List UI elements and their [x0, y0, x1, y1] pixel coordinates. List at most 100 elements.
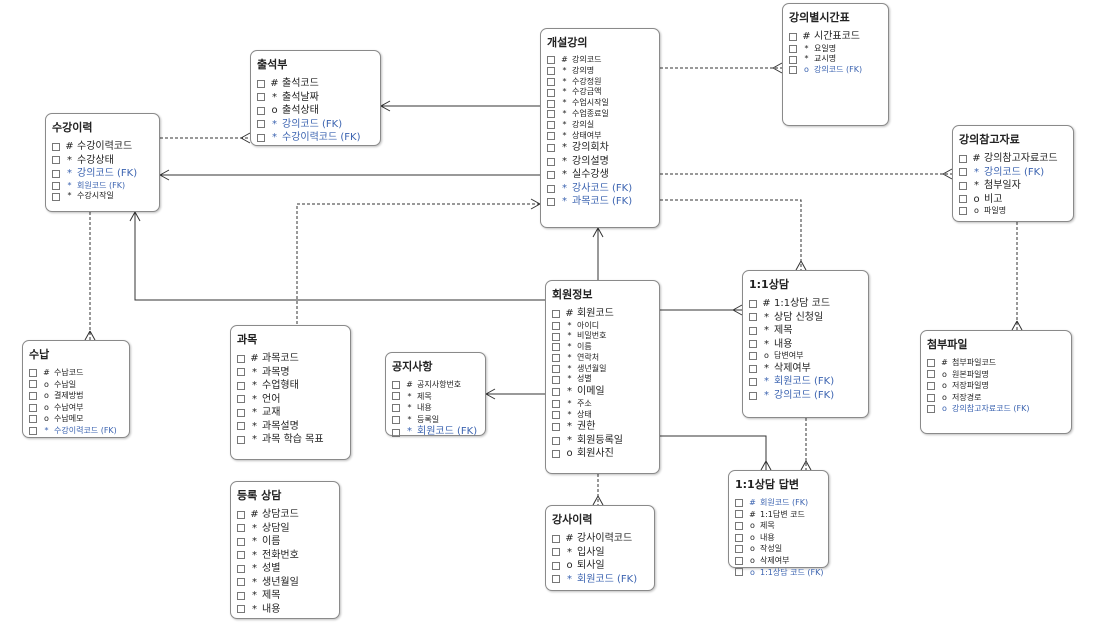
checkbox-icon[interactable]: [237, 395, 245, 404]
attribute-row[interactable]: #시간표코드: [789, 30, 882, 44]
attribute-row[interactable]: #강의코드: [547, 55, 653, 66]
attribute-row[interactable]: *수강정원: [547, 77, 653, 88]
checkbox-icon[interactable]: [29, 368, 37, 377]
checkbox-icon[interactable]: [392, 403, 400, 412]
entity-opened-lecture[interactable]: 개설강의#강의코드*강의명*수강정원*수강금액*수업시작일*수업종료일*강의실*…: [540, 28, 660, 228]
checkbox-icon[interactable]: [29, 380, 37, 389]
entity-subject[interactable]: 과목#과목코드*과목명*수업형태*언어*교재*과목설명*과목 학습 목표: [230, 325, 351, 460]
checkbox-icon[interactable]: [237, 551, 245, 560]
checkbox-icon[interactable]: [237, 524, 245, 533]
attribute-row[interactable]: *수강상태: [52, 154, 153, 168]
checkbox-icon[interactable]: [547, 88, 555, 97]
entity-notice[interactable]: 공지사항#공지사항번호*제목*내용*등록일*회원코드 (FK): [385, 352, 486, 437]
checkbox-icon[interactable]: [237, 537, 245, 546]
checkbox-icon[interactable]: [927, 381, 935, 390]
attribute-row[interactable]: *회원코드 (FK): [52, 181, 153, 192]
checkbox-icon[interactable]: [749, 378, 757, 387]
checkbox-icon[interactable]: [237, 605, 245, 614]
checkbox-icon[interactable]: [237, 408, 245, 417]
checkbox-icon[interactable]: [552, 534, 560, 543]
checkbox-icon[interactable]: [29, 391, 37, 400]
attribute-row[interactable]: *상태: [552, 410, 653, 421]
attribute-row[interactable]: #1:1답변 코드: [735, 509, 822, 521]
checkbox-icon[interactable]: [927, 370, 935, 379]
checkbox-icon[interactable]: [547, 144, 555, 153]
attribute-row[interactable]: #강의참고자료코드: [959, 152, 1067, 166]
checkbox-icon[interactable]: [237, 578, 245, 587]
checkbox-icon[interactable]: [547, 121, 555, 130]
attribute-row[interactable]: *강사코드 (FK): [547, 182, 653, 196]
attribute-row[interactable]: *내용: [392, 402, 479, 414]
checkbox-icon[interactable]: [749, 299, 757, 308]
attribute-row[interactable]: *강의설명: [547, 155, 653, 169]
attribute-row[interactable]: *연락처: [552, 353, 653, 364]
attribute-row[interactable]: #과목코드: [237, 352, 344, 366]
checkbox-icon[interactable]: [547, 171, 555, 180]
attribute-row[interactable]: *상담일: [237, 522, 333, 536]
attribute-row[interactable]: *회원코드 (FK): [749, 375, 862, 389]
checkbox-icon[interactable]: [735, 568, 743, 577]
checkbox-icon[interactable]: [552, 548, 560, 557]
checkbox-icon[interactable]: [52, 192, 60, 201]
attribute-row[interactable]: *강의코드 (FK): [52, 167, 153, 181]
checkbox-icon[interactable]: [552, 332, 560, 341]
attribute-row[interactable]: *수강금액: [547, 87, 653, 98]
attribute-row[interactable]: *언어: [237, 393, 344, 407]
attribute-row[interactable]: *성별: [552, 374, 653, 385]
attribute-row[interactable]: *수강이력코드 (FK): [257, 131, 374, 145]
checkbox-icon[interactable]: [552, 436, 560, 445]
attribute-row[interactable]: *과목 학습 목표: [237, 433, 344, 447]
attribute-row[interactable]: *실수강생: [547, 168, 653, 182]
checkbox-icon[interactable]: [552, 575, 560, 584]
attribute-row[interactable]: *과목설명: [237, 420, 344, 434]
checkbox-icon[interactable]: [749, 326, 757, 335]
checkbox-icon[interactable]: [547, 99, 555, 108]
attribute-row[interactable]: *회원등록일: [552, 434, 653, 448]
checkbox-icon[interactable]: [927, 358, 935, 367]
checkbox-icon[interactable]: [392, 415, 400, 424]
checkbox-icon[interactable]: [392, 392, 400, 401]
checkbox-icon[interactable]: [749, 364, 757, 373]
checkbox-icon[interactable]: [547, 77, 555, 86]
checkbox-icon[interactable]: [552, 321, 560, 330]
checkbox-icon[interactable]: [392, 380, 400, 389]
attribute-row[interactable]: *이름: [237, 535, 333, 549]
checkbox-icon[interactable]: [959, 168, 967, 177]
attribute-row[interactable]: #수강이력코드: [52, 140, 153, 154]
attribute-row[interactable]: *강의명: [547, 66, 653, 77]
attribute-row[interactable]: #출석코드: [257, 77, 374, 91]
attribute-row[interactable]: *아이디: [552, 321, 653, 332]
checkbox-icon[interactable]: [29, 426, 37, 435]
checkbox-icon[interactable]: [735, 533, 743, 542]
checkbox-icon[interactable]: [237, 564, 245, 573]
checkbox-icon[interactable]: [927, 393, 935, 402]
attribute-row[interactable]: *교재: [237, 406, 344, 420]
checkbox-icon[interactable]: [237, 510, 245, 519]
attribute-row[interactable]: #강사이력코드: [552, 532, 648, 546]
attribute-row[interactable]: #1:1상담 코드: [749, 297, 862, 311]
attribute-row[interactable]: #상담코드: [237, 508, 333, 522]
checkbox-icon[interactable]: [52, 169, 60, 178]
attribute-row[interactable]: *수업종료일: [547, 109, 653, 120]
attribute-row[interactable]: *교시명: [789, 54, 882, 65]
attribute-row[interactable]: *강의실: [547, 120, 653, 131]
attribute-row[interactable]: #수납코드: [29, 367, 123, 379]
checkbox-icon[interactable]: [237, 591, 245, 600]
attribute-row[interactable]: *비밀번호: [552, 331, 653, 342]
checkbox-icon[interactable]: [749, 313, 757, 322]
checkbox-icon[interactable]: [552, 354, 560, 363]
checkbox-icon[interactable]: [735, 521, 743, 530]
attribute-row[interactable]: *강의코드 (FK): [257, 118, 374, 132]
